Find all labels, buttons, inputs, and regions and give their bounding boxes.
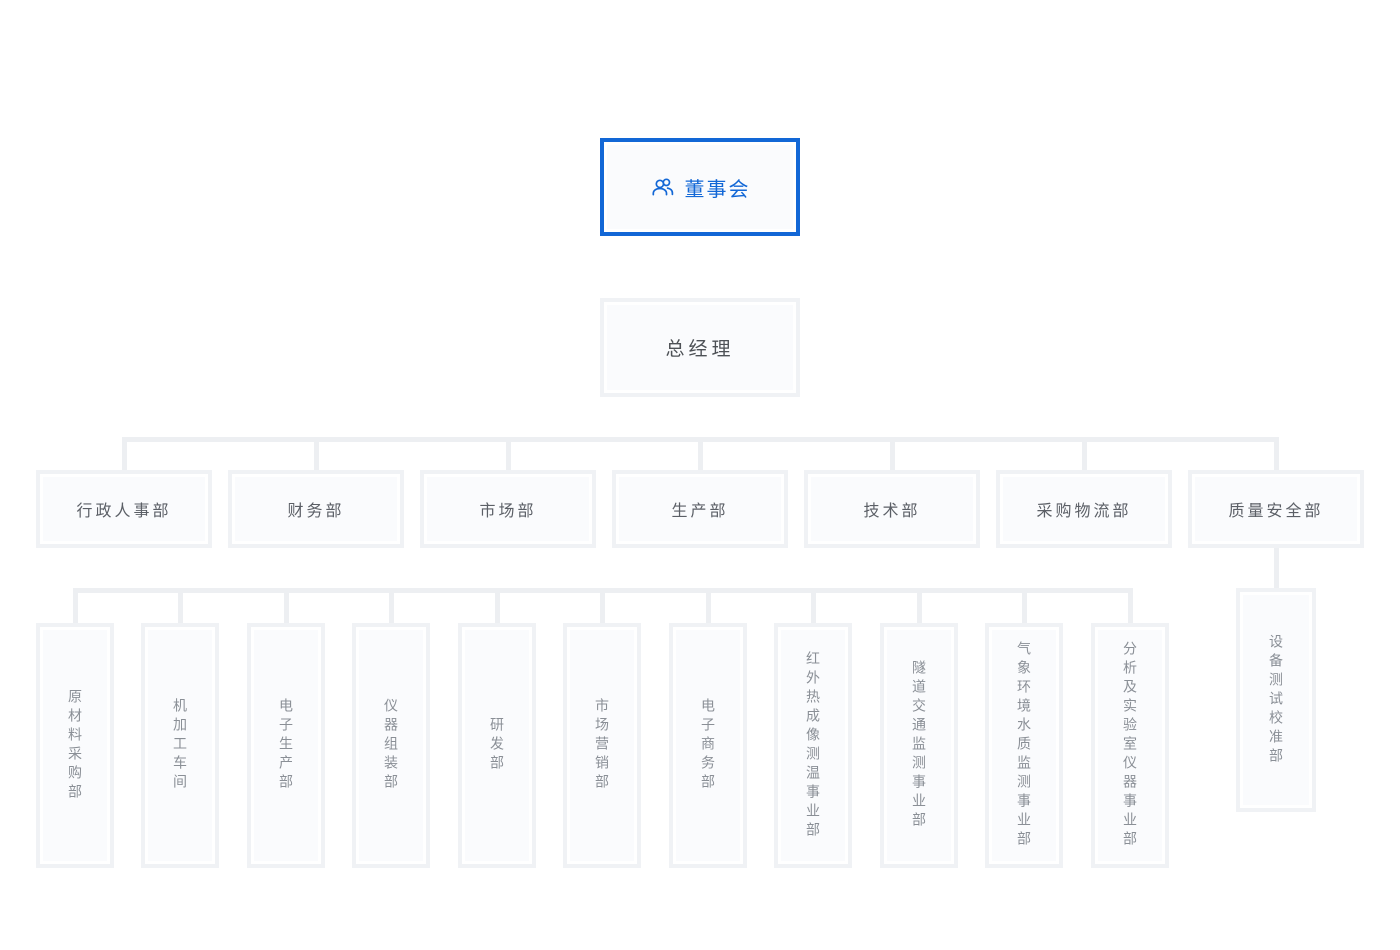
connector-quality-to-equipment <box>1274 548 1279 588</box>
node-meteorological-water-quality-label: 气象环境水质监测事业部 <box>1016 641 1032 850</box>
connector-stub-finance <box>314 437 319 471</box>
node-machining-workshop[interactable]: 机加工车间 <box>141 623 219 868</box>
node-production[interactable]: 生产部 <box>612 470 788 548</box>
connector-stub-quality <box>1274 437 1279 471</box>
connector-stub-technology <box>890 437 895 471</box>
node-finance-label: 财务部 <box>287 503 345 520</box>
node-marketing-sales[interactable]: 市场营销部 <box>563 623 641 868</box>
node-production-label: 生产部 <box>671 503 729 520</box>
node-meteorological-water-quality[interactable]: 气象环境水质监测事业部 <box>985 623 1063 868</box>
node-instrument-assembly-label: 仪器组装部 <box>383 698 399 793</box>
connector-stub-instrument-assembly <box>389 588 394 623</box>
node-electronics-production-label: 电子生产部 <box>278 698 294 793</box>
node-marketing-dept[interactable]: 市场部 <box>420 470 596 548</box>
connector-stub-meteorological <box>1022 588 1027 623</box>
node-quality-safety[interactable]: 质量安全部 <box>1188 470 1364 548</box>
connector-stub-machining <box>178 588 183 623</box>
node-admin-hr[interactable]: 行政人事部 <box>36 470 212 548</box>
node-rnd-label: 研发部 <box>489 717 505 774</box>
node-board-label: 董事会 <box>684 178 751 201</box>
node-machining-workshop-label: 机加工车间 <box>172 698 188 793</box>
node-ecommerce-label: 电子商务部 <box>700 698 716 793</box>
node-board[interactable]: 董事会 <box>600 138 800 236</box>
node-quality-safety-label: 质量安全部 <box>1228 503 1324 520</box>
node-infrared-thermal-imaging-label: 红外热成像测温事业部 <box>805 650 821 841</box>
node-instrument-assembly[interactable]: 仪器组装部 <box>352 623 430 868</box>
connector-stub-tunnel <box>917 588 922 623</box>
node-equipment-testing-calibration-label: 设备测试校准部 <box>1268 633 1284 767</box>
node-electronics-production[interactable]: 电子生产部 <box>247 623 325 868</box>
connector-stub-admin-hr <box>122 437 127 471</box>
node-finance[interactable]: 财务部 <box>228 470 404 548</box>
node-equipment-testing-calibration[interactable]: 设备测试校准部 <box>1236 588 1316 812</box>
node-technology[interactable]: 技术部 <box>804 470 980 548</box>
node-admin-hr-label: 行政人事部 <box>76 503 172 520</box>
node-general-manager[interactable]: 总经理 <box>600 298 800 397</box>
connector-stub-procurement <box>1082 437 1087 471</box>
connector-stub-production <box>698 437 703 471</box>
people-icon <box>650 175 676 199</box>
node-procurement-logistics-label: 采购物流部 <box>1036 503 1132 520</box>
connector-stub-electronics-production <box>284 588 289 623</box>
node-ecommerce[interactable]: 电子商务部 <box>669 623 747 868</box>
node-infrared-thermal-imaging[interactable]: 红外热成像测温事业部 <box>774 623 852 868</box>
connector-stub-marketing-sales <box>600 588 605 623</box>
connector-stub-analysis-lab <box>1128 588 1133 623</box>
node-analysis-lab-instruments-label: 分析及实验室仪器事业部 <box>1122 641 1138 850</box>
node-analysis-lab-instruments[interactable]: 分析及实验室仪器事业部 <box>1091 623 1169 868</box>
connector-stub-ecommerce <box>706 588 711 623</box>
node-marketing-sales-label: 市场营销部 <box>594 698 610 793</box>
node-general-manager-label: 总经理 <box>665 339 735 360</box>
node-technology-label: 技术部 <box>863 503 921 520</box>
node-raw-material-purchasing-label: 原材料采购部 <box>67 688 83 803</box>
node-raw-material-purchasing[interactable]: 原材料采购部 <box>36 623 114 868</box>
node-rnd[interactable]: 研发部 <box>458 623 536 868</box>
connector-stub-raw-material <box>73 588 78 623</box>
node-procurement-logistics[interactable]: 采购物流部 <box>996 470 1172 548</box>
connector-stub-infrared <box>811 588 816 623</box>
node-marketing-dept-label: 市场部 <box>479 503 537 520</box>
connector-stub-rnd <box>495 588 500 623</box>
node-tunnel-traffic-monitoring[interactable]: 隧道交通监测事业部 <box>880 623 958 868</box>
connector-stub-marketing <box>506 437 511 471</box>
node-tunnel-traffic-monitoring-label: 隧道交通监测事业部 <box>911 660 927 831</box>
